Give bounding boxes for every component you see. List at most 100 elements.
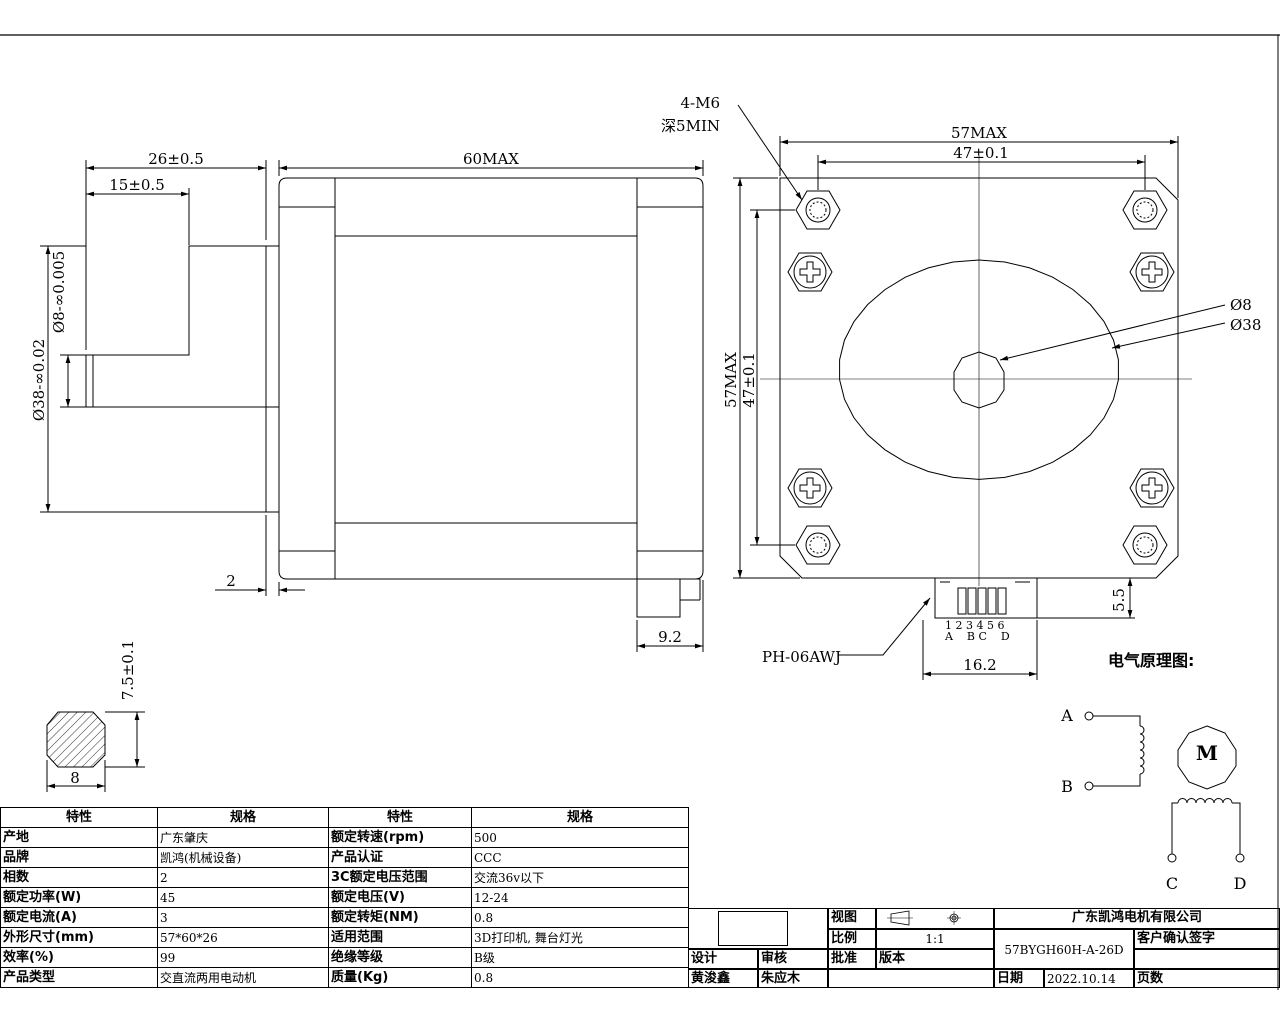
motor-symbol: M: [1196, 741, 1218, 765]
spec-value: 3D打印机, 舞台灯光: [471, 927, 689, 948]
spec-key: 相数: [0, 867, 158, 888]
spec-value: 57*60*26: [157, 927, 329, 948]
table-row: 相数 2 3C额定电压范围 交流36v以下: [0, 867, 689, 888]
spec-value: 广东肇庆: [157, 827, 329, 848]
spec-key: 效率(%): [0, 947, 158, 968]
review-label: 审核: [758, 949, 828, 969]
spec-key: 绝缘等级: [328, 947, 472, 968]
table-row: 额定电流(A) 3 额定转矩(NM) 0.8: [0, 907, 689, 928]
spec-value: 3: [157, 907, 329, 928]
table-row: 效率(%) 99 绝缘等级 B级: [0, 947, 689, 968]
side-view: [85, 177, 704, 618]
spec-value: 45: [157, 887, 329, 908]
header-cell: 特性: [0, 807, 158, 828]
spec-key: 质量(Kg): [328, 967, 472, 988]
designer-name: 黄浚鑫: [688, 969, 758, 988]
dim-pilot-d38: Ø38: [1230, 316, 1261, 334]
schematic-label-d: D: [1234, 874, 1247, 893]
customer-sign-label: 客户确认签字: [1134, 929, 1280, 949]
dim-5-5: 5.5: [1110, 588, 1128, 612]
dim-26: 26±0.5: [148, 150, 204, 168]
connector-pin-letters: A B C D: [944, 630, 1010, 643]
spec-value: 99: [157, 947, 329, 968]
dim-shaft-d8: Ø8-∞0.005: [50, 251, 68, 333]
view-label: 视图: [828, 908, 876, 929]
dim-47-horizontal: 47±0.1: [953, 144, 1009, 162]
spec-table-header: 特性 规格 特性 规格: [0, 807, 689, 828]
spec-key: 产品类型: [0, 967, 158, 988]
dim-boss-d38: Ø38-∞0.02: [30, 339, 48, 421]
table-row: 额定功率(W) 45 额定电压(V) 12-24: [0, 887, 689, 908]
header-cell: 规格: [471, 807, 689, 828]
header-cell: 特性: [328, 807, 472, 828]
side-view-dimensions: [40, 160, 704, 652]
schematic-label-b: B: [1061, 777, 1073, 796]
projection-symbol-icon: [887, 910, 961, 926]
spec-key: 3C额定电压范围: [328, 867, 472, 888]
design-label: 设计: [688, 949, 758, 969]
connector-label: PH-06AWJ: [762, 648, 841, 666]
hole-note: 4-M6: [680, 94, 720, 112]
date-label: 日期: [994, 969, 1044, 988]
spec-key: 额定功率(W): [0, 887, 158, 908]
model-number: 57BYGH60H-A-26D: [994, 929, 1134, 969]
spec-value: CCC: [471, 847, 689, 868]
front-view: [760, 155, 1192, 619]
scale-value: 1:1: [876, 929, 994, 949]
dim-15: 15±0.5: [109, 176, 165, 194]
dim-8: 8: [70, 769, 80, 787]
spec-key: 额定电压(V): [328, 887, 472, 908]
schematic-title: 电气原理图:: [1108, 651, 1194, 670]
schematic-label-c: C: [1166, 874, 1178, 893]
dim-9-2: 9.2: [658, 628, 682, 646]
view-symbols: [876, 908, 994, 929]
mounting-holes: [787, 190, 1175, 565]
front-view-dimensions: [733, 104, 1226, 680]
approver-blank: [828, 969, 994, 988]
dim-57max-horizontal: 57MAX: [951, 124, 1007, 142]
dim-2: 2: [226, 572, 236, 590]
spec-key: 外形尺寸(mm): [0, 927, 158, 948]
table-row: 产品类型 交直流两用电动机 质量(Kg) 0.8: [0, 967, 689, 988]
table-row: 品牌 凯鸿(机械设备) 产品认证 CCC: [0, 847, 689, 868]
spec-value: 交直流两用电动机: [157, 967, 329, 988]
title-block: 视图 广东凯鸿电机有限公司 比例 1:1 57BYGH60H-A-26D 客户确…: [688, 908, 1280, 988]
spec-value: 交流36v以下: [471, 867, 689, 888]
shaft-section: [46, 711, 145, 792]
schematic-label-a: A: [1060, 706, 1073, 725]
spec-key: 产地: [0, 827, 158, 848]
hole-depth-note: 深5MIN: [661, 117, 720, 135]
dim-16-2: 16.2: [963, 656, 996, 674]
spec-key: 产品认证: [328, 847, 472, 868]
dim-bore-d8: Ø8: [1230, 296, 1252, 314]
spec-value: 凯鸿(机械设备): [157, 847, 329, 868]
connector-pin-numbers: 1 2 3 4 5 6: [945, 619, 1004, 632]
version-label: 版本: [876, 949, 994, 969]
spec-key: 额定转速(rpm): [328, 827, 472, 848]
spec-value: B级: [471, 947, 689, 968]
header-cell: 规格: [157, 807, 329, 828]
spec-value: 0.8: [471, 967, 689, 988]
logo-box: [718, 911, 788, 946]
company-name: 广东凯鸿电机有限公司: [994, 908, 1280, 929]
spec-value: 0.8: [471, 907, 689, 928]
dim-47-vertical: 47±0.1: [740, 352, 758, 408]
reviewer-name: 朱应木: [758, 969, 828, 988]
dim-7-5: 7.5±0.1: [119, 640, 137, 700]
approve-label: 批准: [828, 949, 876, 969]
dim-57max-vertical: 57MAX: [722, 352, 740, 408]
spec-key: 额定转矩(NM): [328, 907, 472, 928]
spec-key: 适用范围: [328, 927, 472, 948]
spec-value: 2: [157, 867, 329, 888]
scale-label: 比例: [828, 929, 876, 949]
dim-60max: 60MAX: [463, 150, 519, 168]
spec-key: 品牌: [0, 847, 158, 868]
electrical-schematic: [1084, 711, 1245, 863]
customer-sign-box: [1134, 949, 1280, 969]
table-row: 外形尺寸(mm) 57*60*26 适用范围 3D打印机, 舞台灯光: [0, 927, 689, 948]
table-row: 产地 广东肇庆 额定转速(rpm) 500: [0, 827, 689, 848]
spec-table: 特性 规格 特性 规格 产地 广东肇庆 额定转速(rpm) 500 品牌 凯鸿(…: [0, 807, 689, 988]
page-label: 页数: [1134, 969, 1280, 988]
logo-box-frame: [688, 908, 828, 949]
